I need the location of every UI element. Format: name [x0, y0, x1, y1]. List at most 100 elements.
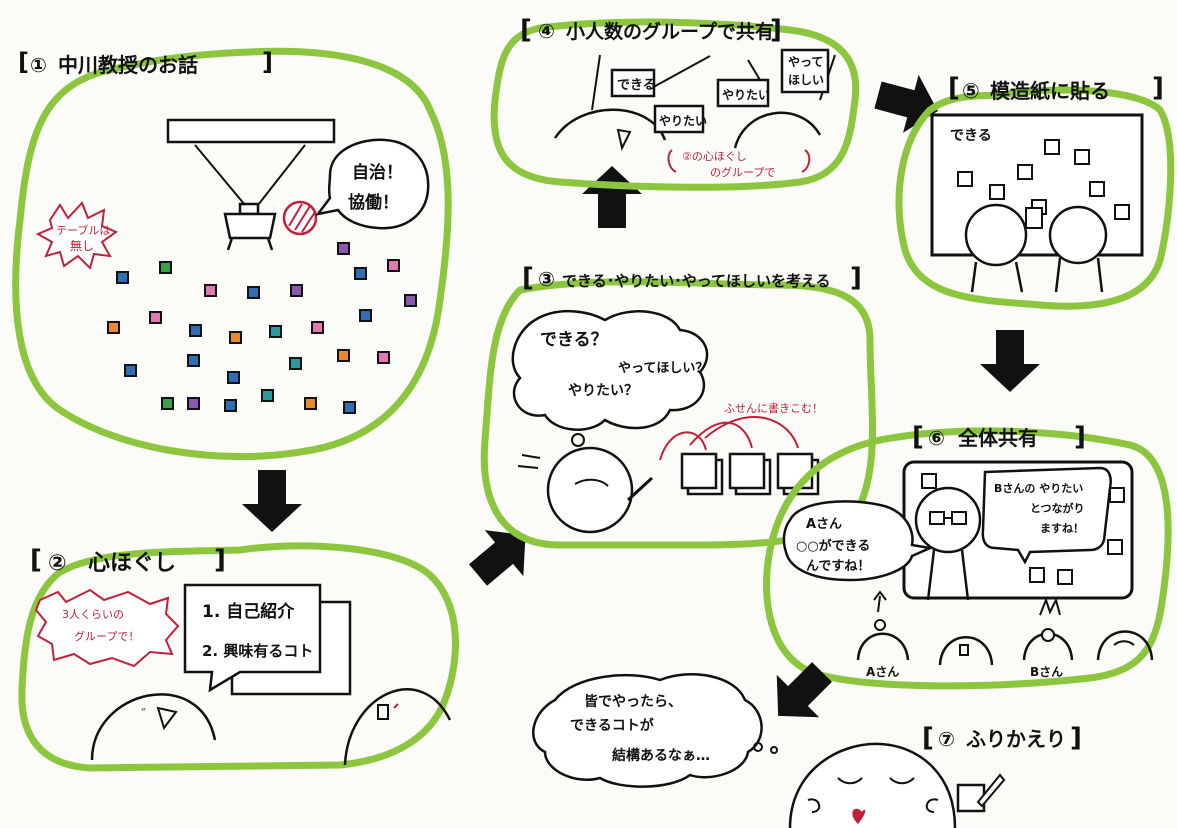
step3-title-bracket-open: [ [522, 263, 534, 293]
write-on-sticky-note: ふせんに書きこむ！ [724, 401, 823, 415]
facilitator-bubble-right-line3: ますね！ [1040, 522, 1084, 535]
step3-title: できる･やりたい･やってほしいを考える [562, 272, 831, 290]
step1-green-blob [12, 47, 452, 461]
red-arrow-3 [704, 416, 799, 449]
step4-title-bracket-close: ] [770, 15, 782, 45]
facilitator-bubble-right-line1: Bさんの やりたい [994, 482, 1083, 495]
bubble-text-kyodo: 協働！ [348, 192, 399, 213]
step7-title-bracket-open: [ [922, 723, 934, 753]
step3-section: [ ③ できる･やりたい･やってほしいを考える ] できる？ やってほしい？ や… [480, 263, 876, 549]
projection-line-left [194, 144, 246, 206]
step6-number: ⑥ [928, 426, 945, 450]
thought-yaritai: やりたい？ [568, 383, 638, 399]
step6-green-blob [763, 427, 1172, 690]
step7-section: 皆でやったら、 できるコトが 結構あるなぁ… [ ⑦ ふりかえり ] [532, 673, 1082, 828]
group-size-note-line1: 3人くらいの [62, 608, 124, 621]
step5-title-bracket-close: ] [1152, 73, 1164, 103]
list-item-interests: 2. 興味有るコト [202, 642, 313, 660]
projection-screen [166, 118, 336, 144]
step4-green-blob [490, 18, 860, 191]
step2-title: 心ほぐし [88, 551, 176, 576]
step6-section: [ ⑥ 全体共有 ] Bさんの やりたい とつながり ますね！ Aさん ○○がで… [763, 422, 1172, 690]
step5-section: [ ⑤ 模造紙に貼る ] できる [895, 73, 1175, 310]
step3-number: ③ [538, 267, 555, 291]
step2-title-bracket-open: [ [30, 545, 42, 575]
group-size-starburst [34, 588, 180, 668]
step4-title-bracket-open: [ [520, 15, 532, 45]
reflection-thought-cloud [532, 673, 763, 788]
step1-number: ① [30, 53, 47, 77]
facilitator-bubble-left-line3: んですね！ [806, 559, 870, 574]
reflection-thought-line1: 皆でやったら、 [584, 693, 682, 710]
group-card-yaritai-1 [653, 104, 705, 134]
step2-green-blob [18, 542, 459, 772]
participant-face-right [343, 688, 452, 766]
self-intro-card [183, 583, 322, 693]
step5-number: ⑤ [962, 79, 980, 103]
group-card-dekiru-text: できる [617, 78, 656, 93]
group-card-yattehoshii-line2: ほしい [788, 73, 824, 87]
step5-title: 模造紙に貼る [990, 79, 1110, 103]
red-arrow-1 [659, 431, 707, 461]
reflection-thought-line2: できるコトが [570, 717, 655, 734]
step6-title-bracket-open: [ [912, 422, 924, 452]
group-card-yattehoshii [780, 48, 830, 94]
no-tables-starburst [35, 201, 119, 270]
reflection-thought-line3: 結構あるなぁ… [612, 747, 710, 764]
step1-section: [ ① 中川教授のお話 ] 自治！ 協働！ テーブルは 無し [12, 47, 452, 461]
group-card-dekiru [610, 68, 656, 98]
facilitator-bubble-left [782, 500, 935, 582]
thinking-cloud [511, 309, 709, 431]
audience-person-2 [938, 636, 994, 666]
person-a-label: Aさん [866, 665, 899, 679]
facilitator-bubble-left-line1: Aさん [806, 517, 842, 532]
face-left-eyes: ˝ [140, 707, 146, 721]
poster-label-dekiru: できる [950, 128, 992, 144]
heart-icon [852, 808, 866, 824]
arrow-step5-to-step6 [980, 330, 1040, 392]
audience-seats [107, 242, 417, 414]
professor-speech-bubble [315, 138, 430, 230]
thought-dekiru: できる？ [540, 330, 608, 350]
writing-notebook-icon [956, 773, 1006, 813]
step6-title: 全体共有 [957, 426, 1038, 450]
thought-dot-2 [770, 746, 778, 754]
participant-face-left: ˝ [90, 693, 217, 761]
step5-title-bracket-open: [ [948, 73, 960, 103]
audience-person-a [856, 590, 910, 661]
list-item-self-intro: 1. 自己紹介 [202, 601, 295, 622]
step4-section: [ ④ 小人数のグループで共有 ] できる やりたい やりたい やって ほしい … [490, 15, 860, 191]
thinking-person [517, 433, 654, 534]
step2-number: ② [48, 551, 67, 576]
group-note-line1: ②の心ほぐし [682, 150, 747, 163]
person-b-label: Bさん [1030, 665, 1063, 679]
projection-line-right [257, 144, 306, 206]
step3-title-bracket-close: ] [850, 263, 862, 293]
step2-section: [ ② 心ほぐし ] 3人くらいの グループで！ 1. 自己紹介 2. 興味有る… [18, 542, 459, 772]
group-size-note-line2: グループで！ [74, 629, 139, 643]
step1-title-bracket-close: ] [262, 48, 273, 76]
step4-title: 小人数のグループで共有 [566, 20, 774, 43]
step7-title: ふりかえり [966, 727, 1066, 751]
audience-person-4 [1096, 630, 1154, 661]
arrow-step1-to-step2 [242, 470, 302, 532]
group-card-yaritai-2-text: やりたい [722, 88, 770, 102]
facilitator-bubble-right-line2: とつながり [1030, 501, 1085, 515]
podium-icon [223, 202, 277, 251]
bubble-text-jichi: 自治！ [352, 162, 403, 183]
step6-title-bracket-close: ] [1074, 422, 1086, 452]
step4-number: ④ [538, 19, 555, 43]
step1-title: 中川教授のお話 [58, 53, 198, 77]
professor-icon [282, 200, 318, 236]
no-tables-note-line1: テーブルは [56, 223, 110, 237]
step5-green-blob [895, 86, 1175, 310]
group-card-yaritai-2 [716, 78, 770, 108]
step1-title-bracket-open: [ [18, 48, 29, 76]
posting-people [964, 203, 1108, 293]
group-card-yaritai-1-text: やりたい [659, 114, 707, 128]
step7-number: ⑦ [938, 727, 955, 751]
group-note-brackets [667, 149, 811, 173]
no-tables-note-line2: 無し [70, 238, 94, 253]
step7-title-bracket-close: ] [1070, 723, 1082, 753]
